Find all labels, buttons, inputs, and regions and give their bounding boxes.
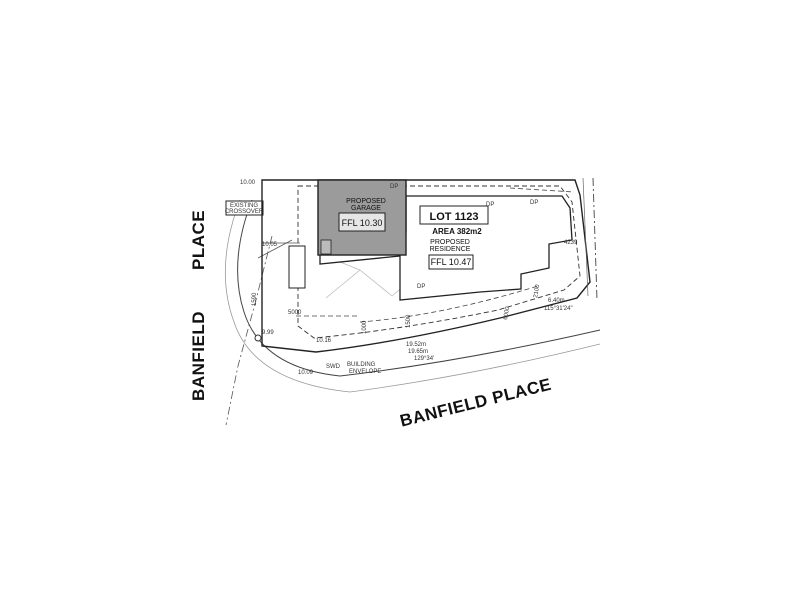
residence-labels: PROPOSED RESIDENCE FFL 10.47: [428, 239, 474, 270]
right-boundary-solid: [582, 177, 589, 297]
spot-level-5: 10.05: [262, 242, 278, 248]
residence-ffl-box: [428, 254, 474, 270]
lot-boundary: [261, 179, 591, 353]
dp-label-4: DP: [417, 284, 425, 290]
dim-1000: 1000: [362, 320, 368, 334]
bin-pad: [320, 239, 332, 255]
garage-label-2: GARAGE: [351, 205, 381, 212]
residence-label-2: RESIDENCE: [430, 246, 471, 253]
dim-1500: 1500: [406, 314, 412, 328]
lot-area: AREA 382m2: [432, 227, 482, 236]
driveway-line-diag: [257, 239, 293, 259]
spot-level-2: 9.99: [262, 330, 274, 336]
lot-title-block: LOT 1123 AREA 382m2: [419, 205, 489, 236]
proposed-garage: PROPOSED GARAGE FFL 10.30: [317, 179, 407, 256]
dim-1590: 1590: [252, 292, 258, 306]
bearing-5: 129°34': [414, 356, 434, 362]
dim-6000: 6000: [503, 306, 511, 321]
lot-title: LOT 1123: [430, 211, 479, 223]
service-line: [225, 235, 273, 426]
dp-label-3: DP: [530, 200, 538, 206]
lot-title-box: [419, 205, 489, 225]
dim-4239: 4239: [564, 240, 578, 246]
envelope-label-1: BUILDING: [347, 362, 376, 368]
right-boundary-dashdot: [592, 177, 598, 301]
dp-label-2: DP: [486, 202, 494, 208]
street-name-left-1: BANFIELD: [189, 311, 208, 401]
residence-ffl: FFL 10.47: [431, 257, 472, 267]
garage-label-1: PROPOSED: [346, 198, 386, 205]
setback-dimension-line: [296, 187, 575, 323]
residence-label-1: PROPOSED: [430, 239, 470, 246]
existing-crossover: EXISTING CROSSOVER: [225, 200, 264, 216]
building-envelope-outline: [297, 185, 581, 339]
bearing-2: 115°31'24": [544, 306, 573, 312]
spot-level-3: 10.09: [298, 370, 314, 376]
kerb-line-inner: [224, 199, 601, 393]
bearing-1: 6.40m: [548, 298, 565, 304]
garage-ffl: FFL 10.30: [342, 218, 383, 228]
spot-level-1: 10.16: [316, 338, 332, 344]
garage-ffl-box: [338, 212, 386, 232]
crossover-label-1: EXISTING: [230, 203, 258, 209]
dim-2100: 2100: [533, 284, 541, 299]
street-name-left-2: PLACE: [189, 210, 208, 270]
swd-label: SWD: [326, 364, 341, 370]
bearing-4: 19.65m: [408, 349, 428, 355]
service-pit-marker: [254, 334, 262, 342]
street-name-bottom: BANFIELD PLACE: [398, 375, 553, 431]
kerb-line-outer: [237, 199, 601, 377]
meter-box: [288, 245, 306, 289]
dp-label-1: DP: [390, 184, 398, 190]
dim-5000: 5000: [288, 310, 302, 316]
envelope-label-2: ENVELOPE: [349, 369, 381, 375]
bearing-3: 19.52m: [406, 342, 426, 348]
spot-level-4: 10.00: [240, 180, 256, 186]
crossover-label-2: CROSSOVER: [225, 209, 264, 215]
